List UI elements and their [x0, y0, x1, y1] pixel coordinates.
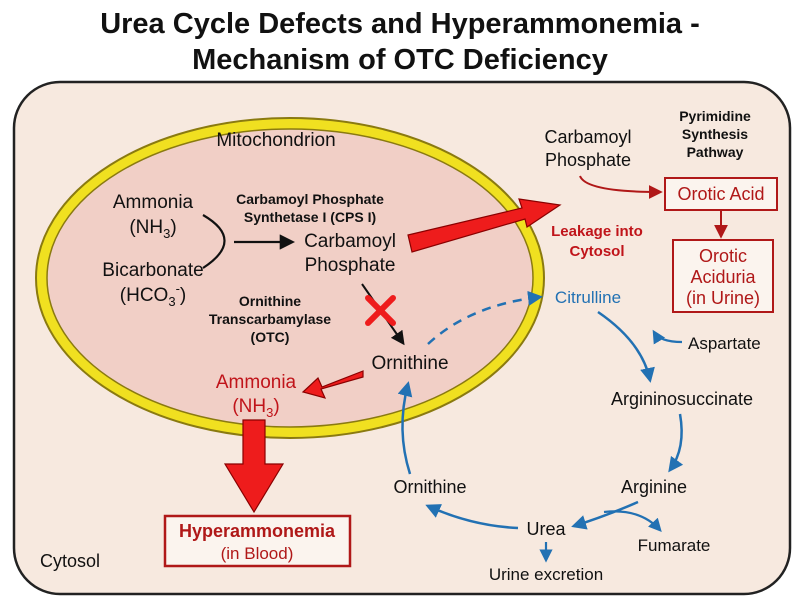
- hyperammonemia-arrow: [223, 419, 285, 514]
- cps-enzyme-label-2: Synthetase I (CPS I): [244, 209, 376, 225]
- mitochondrion-label: Mitochondrion: [216, 130, 335, 151]
- orotic-acid-label: Orotic Acid: [677, 184, 764, 204]
- fumarate-label: Fumarate: [638, 536, 711, 555]
- ammonia-input-label: Ammonia: [113, 192, 194, 213]
- orotic-acid-box: [664, 177, 778, 211]
- orotic-aciduria-label-3: (in Urine): [686, 288, 760, 308]
- cps-enzyme-label-1: Carbamoyl Phosphate: [236, 191, 384, 207]
- pyrimidine-label-1: Pyrimidine: [679, 108, 751, 124]
- carbamoyl-phosphate-cyto-2: Phosphate: [545, 150, 631, 170]
- arginine-to-urea: [571, 500, 639, 530]
- ammonia-output-label: Ammonia: [216, 372, 297, 393]
- orotic-aciduria-label-1: Orotic: [699, 246, 747, 266]
- citrulline-to-argininosuccinate: [597, 310, 655, 383]
- hyperammonemia-box: [163, 514, 352, 568]
- pyrimidine-label-2: Synthesis: [682, 126, 748, 142]
- title-line-2: Mechanism of OTC Deficiency: [192, 44, 608, 76]
- orotic-aciduria-box: [672, 239, 774, 313]
- urea-label: Urea: [526, 519, 566, 539]
- otc-enzyme-label-2: Transcarbamylase: [209, 311, 331, 327]
- ornithine-mito-label: Ornithine: [371, 353, 448, 374]
- hyperammonemia-label: Hyperammonemia: [179, 521, 336, 541]
- carbamoyl-phosphate-mito-2: Phosphate: [305, 255, 396, 276]
- cps-reaction-arc: [202, 214, 226, 269]
- leakage-label-2: Cytosol: [569, 243, 624, 260]
- ammonia-accumulation-arrow: [301, 370, 364, 399]
- carbamoyl-phosphate-mito-1: Carbamoyl: [304, 231, 396, 252]
- hco3-formula: (HCO3-): [120, 281, 186, 309]
- aspartate-label: Aspartate: [688, 334, 761, 353]
- otc-enzyme-label-1: Ornithine: [239, 293, 301, 309]
- leakage-arrow: [407, 198, 562, 253]
- urine-excretion-label: Urine excretion: [489, 565, 603, 584]
- mitochondrion-inner-membrane: [46, 128, 534, 428]
- fumarate-output: [603, 510, 662, 532]
- title-line-1: Urea Cycle Defects and Hyperammonemia -: [100, 8, 700, 40]
- pyrimidine-label-3: Pathway: [687, 144, 744, 160]
- nh3-input-formula: (NH3): [129, 217, 176, 241]
- nh3-output-formula: (NH3): [232, 396, 279, 420]
- arginine-label: Arginine: [621, 477, 687, 497]
- otc-enzyme-label-3: (OTC): [251, 329, 290, 345]
- bicarbonate-label: Bicarbonate: [102, 260, 203, 281]
- otc-block-x-icon: [365, 295, 396, 326]
- orotic-acid-arrow: [579, 175, 663, 199]
- orotic-aciduria-label-2: Aciduria: [690, 267, 756, 287]
- carbamoyl-phosphate-cyto-1: Carbamoyl: [544, 127, 631, 147]
- citrulline-label: Citrulline: [555, 288, 621, 307]
- argininosuccinate-to-arginine: [668, 413, 684, 473]
- hyperammonemia-sublabel: (in Blood): [221, 544, 294, 563]
- diagram-title: Urea Cycle Defects and Hyperammonemia - …: [0, 6, 800, 78]
- ornithine-return-to-mito: [397, 381, 413, 475]
- argininosuccinate-label: Argininosuccinate: [611, 389, 753, 409]
- leakage-label-1: Leakage into: [551, 223, 643, 240]
- cytosol-label: Cytosol: [40, 551, 100, 571]
- aspartate-input: [652, 329, 683, 345]
- ornithine-cyto-label: Ornithine: [393, 477, 466, 497]
- urea-to-ornithine: [425, 504, 519, 530]
